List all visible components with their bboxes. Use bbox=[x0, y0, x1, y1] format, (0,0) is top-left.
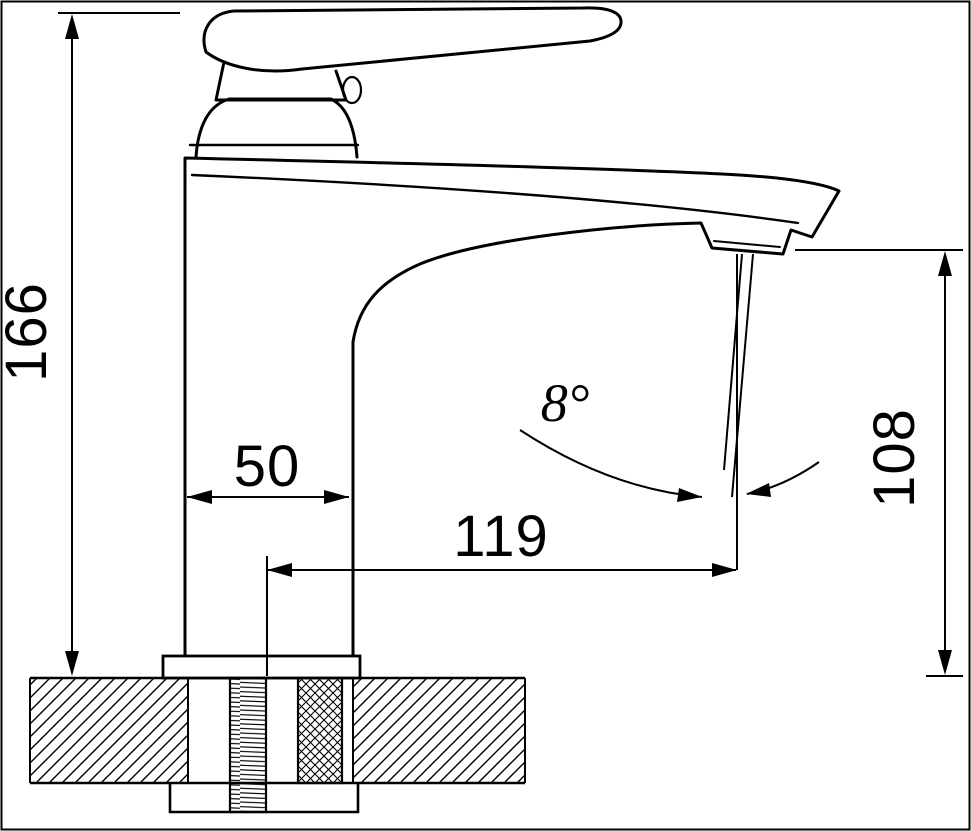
dim-label-spout-reach: 119 bbox=[453, 504, 548, 569]
handle-screw-cap-icon bbox=[341, 75, 363, 105]
threaded-shank bbox=[228, 676, 268, 814]
stream-edge-left bbox=[723, 253, 743, 471]
aerator-line bbox=[713, 240, 781, 248]
water-stream bbox=[723, 253, 754, 570]
counter-hatch-right bbox=[354, 679, 524, 782]
dimension-labels: 166 50 119 108 8° bbox=[0, 282, 927, 569]
angle-arrow-right bbox=[746, 483, 771, 497]
dim166-arrow-down bbox=[65, 651, 79, 676]
mounting-nut bbox=[168, 783, 360, 814]
stream-edge-right bbox=[731, 253, 754, 498]
dim119-arrow-right bbox=[712, 563, 737, 577]
dim50-arrow-right bbox=[324, 490, 349, 504]
dim-label-outlet-height: 108 bbox=[862, 408, 927, 508]
handle-lever bbox=[202, 6, 623, 73]
handle-dome bbox=[194, 97, 359, 159]
spout-inner-edge bbox=[190, 173, 800, 225]
dim-label-overall-height: 166 bbox=[0, 282, 59, 382]
dim-label-stream-angle: 8° bbox=[541, 373, 590, 433]
dimension-lines bbox=[58, 12, 963, 677]
angle-arrow-left bbox=[677, 488, 702, 502]
base-plate bbox=[161, 654, 362, 680]
faucet-outline bbox=[183, 6, 841, 658]
body-and-spout bbox=[183, 156, 841, 658]
dim108-arrow-up bbox=[938, 251, 952, 276]
mounting-section bbox=[29, 654, 526, 814]
dim50-arrow-left bbox=[187, 490, 212, 504]
packing-seal bbox=[296, 676, 344, 785]
dim-label-body-width: 50 bbox=[234, 434, 301, 499]
dim119-arrow-left bbox=[267, 563, 292, 577]
dim108-arrow-down bbox=[938, 650, 952, 675]
counter-hatch-left bbox=[31, 679, 187, 782]
dim166-arrow-up bbox=[65, 14, 79, 39]
